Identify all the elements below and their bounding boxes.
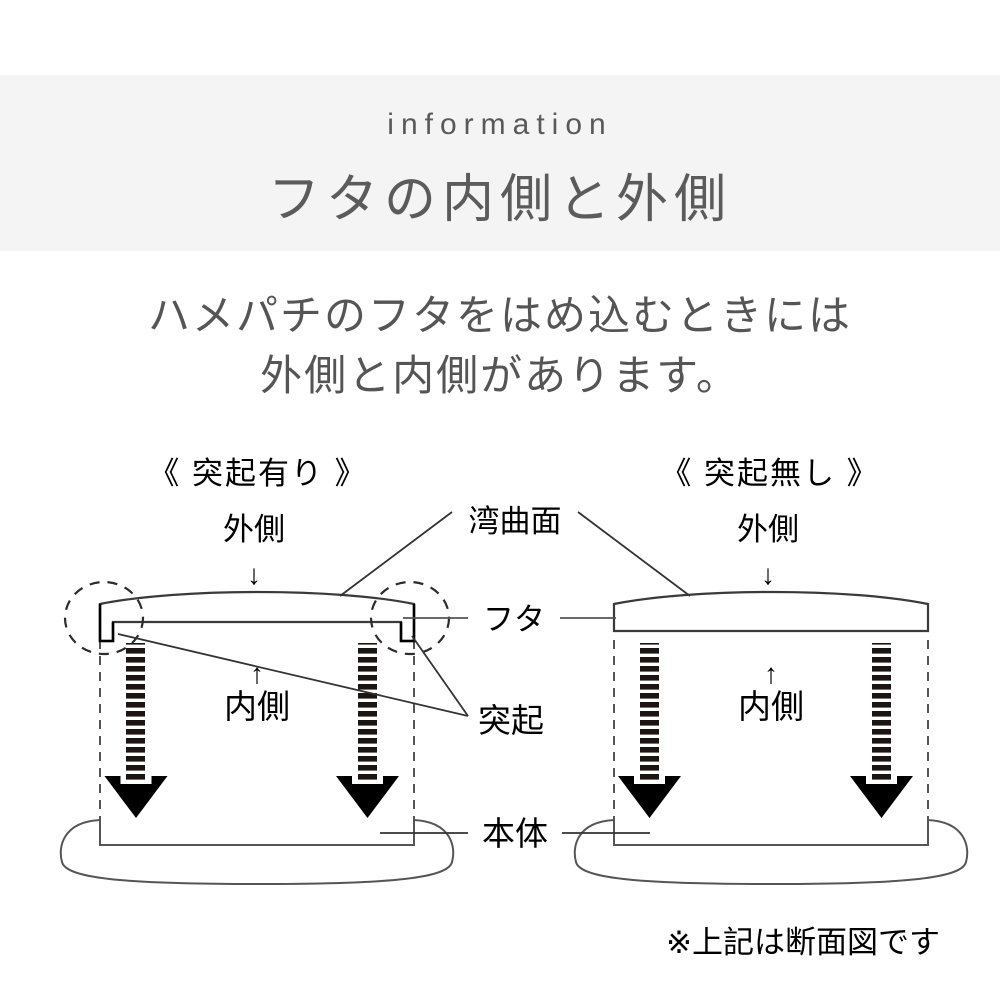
outside-arrow-left: ↓	[247, 559, 261, 590]
page-title: フタの内側と外側	[267, 171, 732, 229]
motion-shaft-left-2	[358, 643, 377, 781]
outside-label-left: 外側	[223, 512, 285, 547]
heading-without-protrusion: 《 突起無し 》	[660, 456, 879, 491]
header-band	[0, 75, 1000, 251]
callout-body: 本体	[482, 815, 548, 852]
inside-label-left: 内側	[224, 688, 290, 725]
outside-label-right: 外側	[737, 512, 799, 547]
diagram-with-protrusion: 《 突起有り 》 外側 ↓ ↑ 内側	[59, 456, 455, 886]
motion-shaft-right-1	[640, 643, 659, 781]
container-body-right	[573, 819, 969, 886]
arrowhead-left-2	[336, 776, 399, 818]
lead-line-2: 外側と内側があります。	[260, 351, 740, 399]
leader-protrusion-long	[117, 633, 469, 717]
callout-protrusion: 突起	[478, 702, 544, 739]
inside-arrow-left: ↑	[250, 658, 264, 689]
protrusion-left	[98, 604, 115, 643]
outside-arrow-right: ↓	[761, 559, 775, 590]
callouts: 湾曲面 フタ 突起 本体	[117, 504, 691, 852]
motion-shaft-left-1	[126, 643, 145, 781]
container-inner-left	[99, 820, 415, 846]
footnote: ※上記は断面図です	[666, 925, 940, 960]
container-inner-right	[613, 820, 929, 846]
inside-arrow-right: ↑	[764, 658, 778, 689]
leader-protrusion-short	[411, 635, 469, 717]
protrusion-right	[399, 604, 416, 643]
inside-label-right: 内側	[738, 688, 804, 725]
leader-curved-right	[577, 511, 691, 597]
callout-lid: フタ	[483, 602, 545, 637]
leader-curved-left	[339, 511, 453, 597]
container-body-left	[59, 819, 455, 886]
motion-shaft-right-2	[872, 643, 891, 781]
lead-paragraph: ハメパチのフタをはめ込むときには 外側と内側があります。	[0, 286, 1000, 405]
arrowhead-right-1	[618, 776, 681, 818]
protrusion-highlight-left	[63, 580, 145, 656]
arrowhead-right-2	[850, 776, 913, 818]
arrowhead-left-1	[104, 776, 168, 818]
callout-curved-surface: 湾曲面	[469, 504, 562, 539]
header-kicker: information	[387, 108, 613, 141]
heading-with-protrusion: 《 突起有り 》	[148, 456, 367, 491]
lid-outline-left	[98, 590, 416, 643]
diagram-without-protrusion: 《 突起無し 》 外側 ↓ ↑ 内側	[573, 456, 969, 886]
lead-line-1: ハメパチのフタをはめ込むときには	[147, 292, 852, 339]
lid-outline-right	[612, 590, 930, 633]
